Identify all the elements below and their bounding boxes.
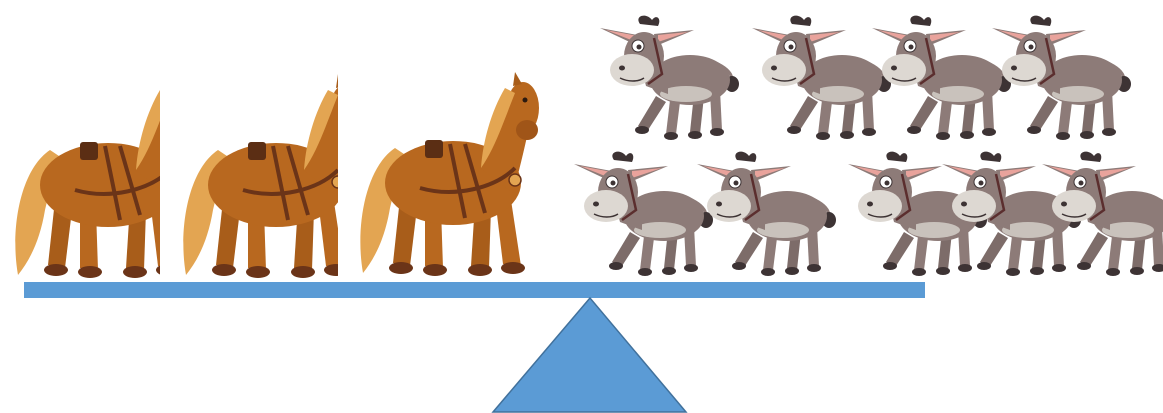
donkey-icon [750, 14, 893, 142]
horse-icon [358, 70, 541, 278]
fulcrum-triangle [491, 296, 688, 413]
donkey-icon [990, 14, 1133, 142]
seesaw-beam [24, 282, 925, 298]
donkey-icon [598, 14, 741, 142]
left-side-animals [13, 70, 541, 280]
horse-icon [181, 72, 338, 280]
donkey-icon [870, 14, 1013, 142]
donkey-icon [572, 150, 715, 278]
donkey-icon [695, 150, 838, 278]
horse-icon [13, 72, 160, 280]
right-side-animals [572, 14, 1163, 278]
